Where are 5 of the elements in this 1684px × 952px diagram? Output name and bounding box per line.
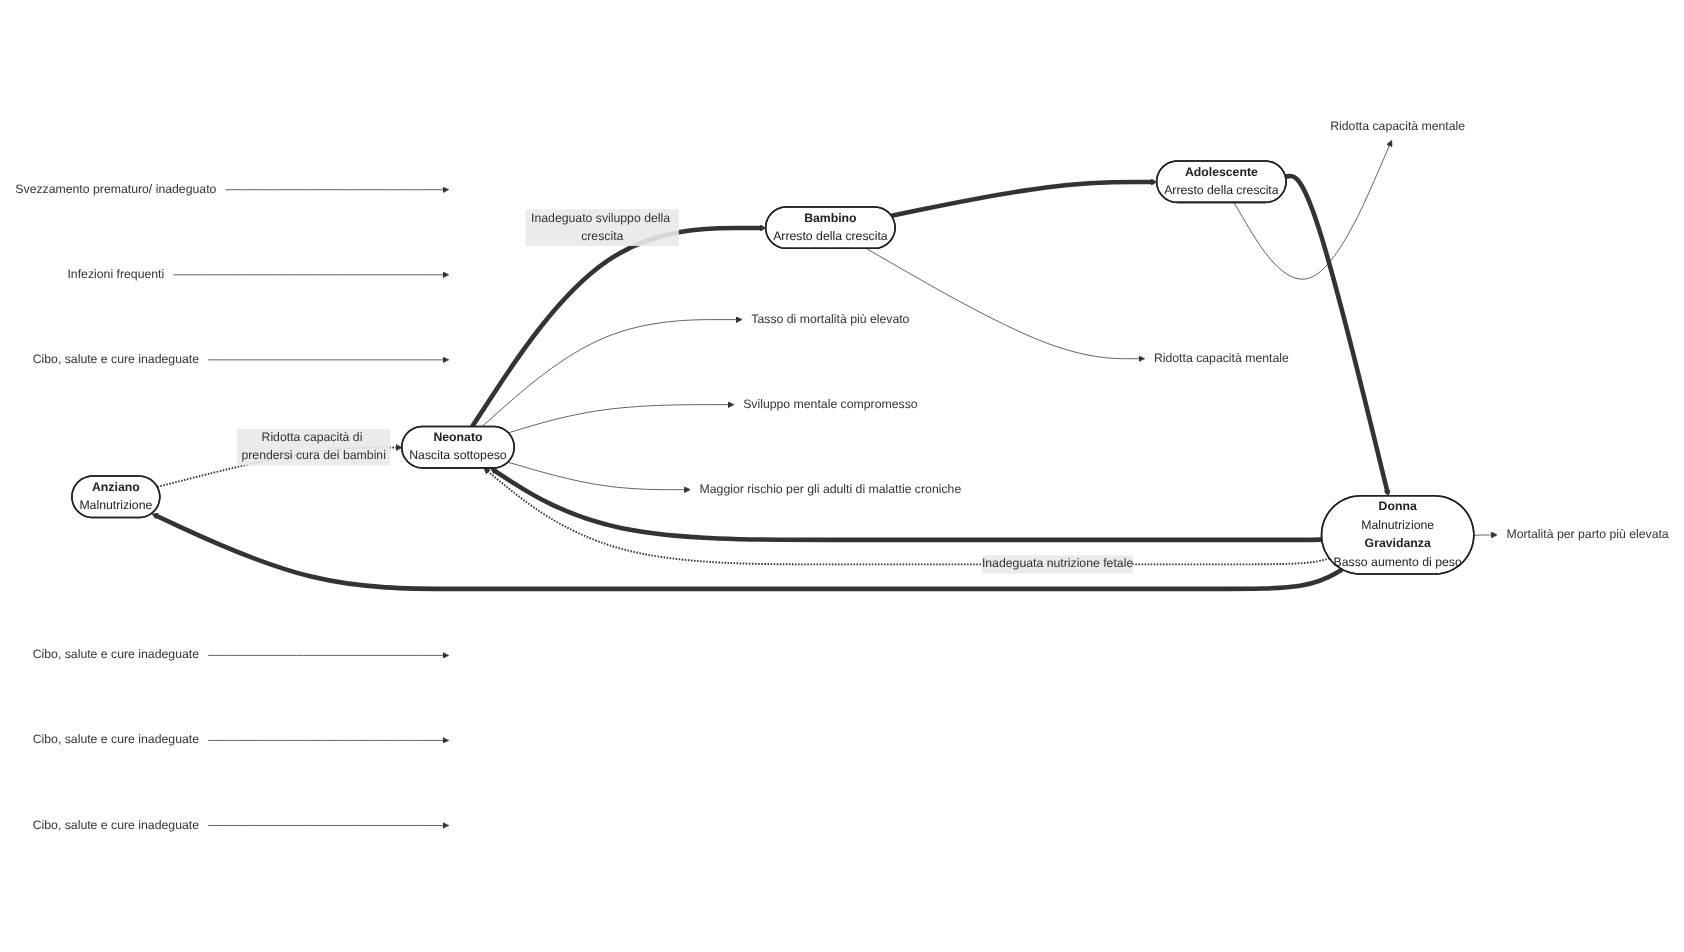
arrow: [890, 178, 1158, 219]
arrow: [483, 467, 1331, 566]
arrow: [151, 512, 1344, 592]
arrow: [490, 467, 1323, 543]
arrow: [1285, 173, 1391, 497]
